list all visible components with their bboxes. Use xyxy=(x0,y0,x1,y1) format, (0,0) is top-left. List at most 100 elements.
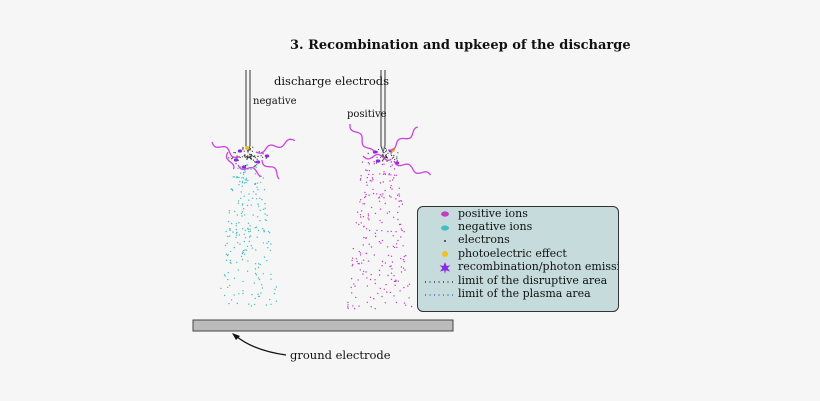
negative-ion-particle xyxy=(262,242,265,244)
negative-ion-particle xyxy=(243,240,246,243)
negative-ion-particle xyxy=(258,295,261,298)
negative-ion-particle xyxy=(241,185,243,187)
positive-ion-particle xyxy=(368,170,371,172)
positive-ion-particle xyxy=(395,198,397,200)
photon-wave xyxy=(211,141,241,158)
positive-ion-particle xyxy=(379,194,382,196)
positive-ion-particle xyxy=(398,193,400,195)
electron-particle xyxy=(234,152,236,154)
electron-particle xyxy=(249,149,251,151)
negative-ion-particle xyxy=(223,294,226,297)
positive-ion-particle xyxy=(382,173,385,175)
positive-ion-particle xyxy=(390,230,392,233)
negative-ion-particle xyxy=(225,230,227,233)
negative-ion-particle xyxy=(230,262,232,264)
positive-ion-particle xyxy=(365,169,367,171)
positive-ion-particle xyxy=(365,271,367,273)
positive-ion-particle xyxy=(391,261,394,263)
positive-ion-particle xyxy=(362,244,364,246)
positive-ion-particle xyxy=(379,219,381,222)
electron-particle xyxy=(251,154,253,156)
electron-particle xyxy=(231,158,233,160)
legend-item-electrons: electrons xyxy=(418,233,618,247)
electron-particle xyxy=(377,151,379,153)
negative-ion-particle xyxy=(238,176,240,179)
negative-ion-particle xyxy=(257,203,259,205)
positive-ion-particle xyxy=(362,203,364,205)
negative-ion-particle xyxy=(263,231,265,233)
positive-ion-particle xyxy=(374,279,376,281)
positive-ion-particle xyxy=(373,254,375,256)
positive-ion-particle xyxy=(350,278,353,280)
positive-ion-particle xyxy=(372,188,374,191)
positive-ion-particle xyxy=(383,163,385,165)
positive-ion-particle xyxy=(407,285,409,287)
negative-ion-particle xyxy=(259,209,261,211)
negative-ion-particle xyxy=(233,246,236,249)
positive-ion-particle xyxy=(363,225,365,227)
label-positive: positive xyxy=(347,109,387,120)
electron-particle xyxy=(243,155,245,157)
label-ground-electrode: ground electrode xyxy=(290,348,391,362)
electron-particle xyxy=(236,155,238,157)
positive-ion-particle xyxy=(360,222,362,224)
negative-ion-particle xyxy=(227,286,229,288)
electron-particle xyxy=(244,154,246,156)
negative-ion-particle xyxy=(250,168,252,170)
positive-ion-particle xyxy=(356,260,358,263)
negative-ion-particle xyxy=(234,210,236,213)
negative-ion-particle xyxy=(260,292,262,294)
positive-ion-particle xyxy=(360,178,362,180)
electron-particle xyxy=(262,153,264,155)
positive-ion-particle xyxy=(374,308,376,310)
positive-ion-particle xyxy=(388,211,391,213)
positive-ion-particle xyxy=(364,191,366,194)
ion-at-tip xyxy=(255,160,261,164)
positive-ion-particle xyxy=(370,273,372,276)
negative-ion-particle xyxy=(235,223,238,225)
negative-ion-particle xyxy=(244,237,247,239)
negative-ion-particle xyxy=(242,171,245,174)
legend-label: limit of the disruptive area xyxy=(458,274,608,287)
negative-ion-particle xyxy=(241,252,243,255)
dotted-line-blue-icon xyxy=(425,294,454,296)
positive-ion-particle xyxy=(381,163,384,166)
electron-particle xyxy=(378,148,380,151)
positive-ion-particle xyxy=(381,239,384,242)
negative-ion-particle xyxy=(239,181,241,183)
negative-ion-particle xyxy=(241,215,243,217)
negative-ion-particle xyxy=(227,220,230,223)
positive-ion-particle xyxy=(391,268,393,270)
positive-ion-particle xyxy=(394,284,396,286)
arrow-head xyxy=(232,333,240,340)
positive-ion-particle xyxy=(378,200,381,202)
negative-ion-particle xyxy=(263,256,266,258)
positive-ion-particle xyxy=(366,285,368,287)
positive-ion-particle xyxy=(367,217,369,219)
positive-ion-icon xyxy=(441,211,449,217)
negative-ion-particle xyxy=(240,197,242,200)
negative-ion-particle xyxy=(239,243,241,245)
electron-particle xyxy=(376,156,378,158)
electron-particle xyxy=(385,149,388,151)
negative-ion-particle xyxy=(248,236,251,238)
electron-particle xyxy=(249,148,252,150)
positive-ion-particle xyxy=(380,242,382,244)
negative-ion-particle xyxy=(244,229,246,232)
positive-ion-particle xyxy=(353,283,355,285)
positive-ion-particle xyxy=(383,171,385,173)
negative-ion-particle xyxy=(247,227,249,230)
positive-ion-particle xyxy=(358,250,360,253)
negative-ion-particle xyxy=(227,254,229,256)
positive-ion-particle xyxy=(403,302,406,304)
positive-ion-particle xyxy=(384,202,386,205)
positive-ion-particle xyxy=(400,236,402,238)
negative-ion-particle xyxy=(242,173,245,175)
positive-ion-particle xyxy=(379,208,382,210)
electron-particle xyxy=(233,152,235,154)
positive-ion-particle xyxy=(361,210,363,212)
negative-ion-particle xyxy=(238,293,240,295)
negative-ion-particle xyxy=(254,297,256,300)
positive-ion-particle xyxy=(381,195,383,197)
negative-ion-particle xyxy=(251,247,253,249)
